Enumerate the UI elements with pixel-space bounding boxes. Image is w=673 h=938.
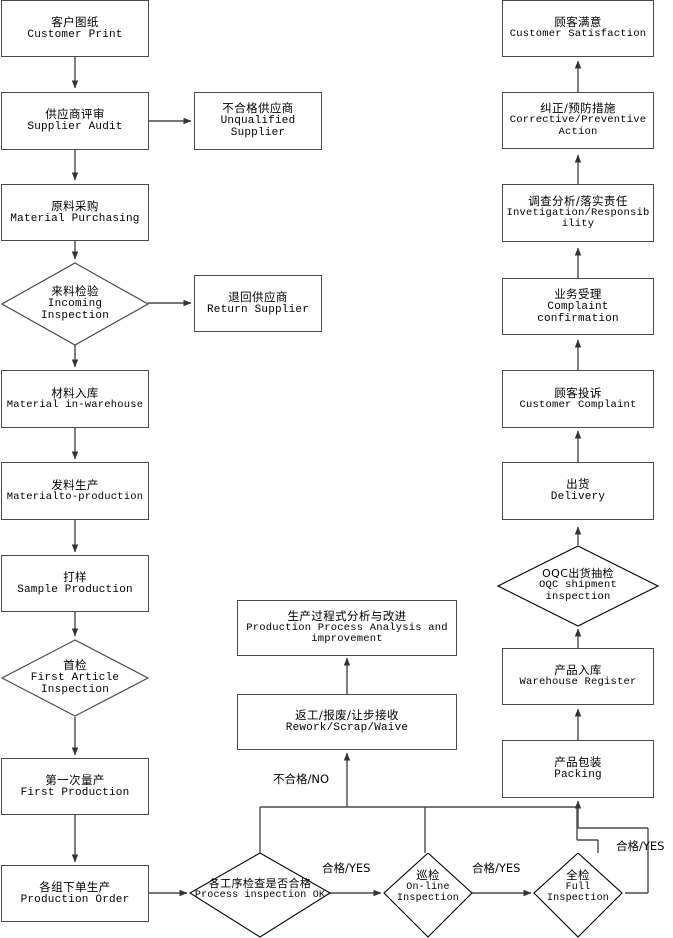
node-label-cn: 顾客满意 <box>554 15 602 30</box>
node-label-en: Warehouse Register <box>519 676 637 689</box>
node-label-en: Customer Complaint <box>519 398 637 411</box>
node-label-cn: 调查分析/落实责任 <box>528 193 628 208</box>
node-process-inspection[interactable]: 各工序检查是否合格 Process inspection OK <box>189 853 331 938</box>
node-label-cn: 返工/报废/让步接收 <box>295 708 399 723</box>
node-customer-satisfaction[interactable]: 顾客满意 Customer Satisfaction <box>502 0 654 57</box>
node-full-inspection[interactable]: 全检 Full Inspection <box>533 853 623 938</box>
diamond-shape <box>1 639 149 717</box>
node-label-en: Material in-warehouse <box>6 398 144 411</box>
node-label-en: First Production <box>20 786 130 799</box>
node-material-purchasing[interactable]: 原料采购 Material Purchasing <box>1 184 149 241</box>
node-customer-print[interactable]: 客户图纸 Customer Print <box>1 0 149 57</box>
node-investigation[interactable]: 调查分析/落实责任 Invetigation/Responsibility <box>502 184 654 242</box>
node-unqualified-supplier[interactable]: 不合格供应商 Unqualified Supplier <box>194 92 322 150</box>
node-label-en: Sample Production <box>17 583 133 596</box>
node-production-order[interactable]: 各组下单生产 Production Order <box>1 865 149 922</box>
node-label-en: Rework/Scrap/Waive <box>285 722 409 735</box>
node-label-en: Customer Satisfaction <box>509 28 647 41</box>
node-label-cn: 纠正/预防措施 <box>540 101 616 116</box>
node-label-cn: 不合格供应商 <box>222 101 294 116</box>
node-label-en: Invetigation/Responsibility <box>506 206 650 231</box>
node-label-cn: 第一次量产 <box>45 772 105 787</box>
node-first-production[interactable]: 第一次量产 First Production <box>1 758 149 815</box>
node-label-en: Customer Print <box>27 28 123 41</box>
node-label-cn: 各组下单生产 <box>39 879 111 894</box>
node-label-en: Production Order <box>20 893 130 906</box>
node-label-cn: 顾客投诉 <box>554 385 602 400</box>
diamond-shape <box>497 545 659 627</box>
node-first-article-inspection[interactable]: 首检 First Article Inspection <box>1 639 149 717</box>
node-label-en: Return Supplier <box>206 303 310 316</box>
node-delivery[interactable]: 出货 Delivery <box>502 462 654 520</box>
node-material-to-production[interactable]: 发料生产 Materialto-production <box>1 462 149 520</box>
node-return-supplier[interactable]: 退回供应商 Return Supplier <box>194 275 322 332</box>
node-label-en: Materialto-production <box>6 490 144 503</box>
node-label-en: Supplier Audit <box>27 121 123 134</box>
node-packing[interactable]: 产品包装 Packing <box>502 740 654 798</box>
node-label-cn: 产品入库 <box>554 663 602 678</box>
node-corrective-action[interactable]: 纠正/预防措施 Corrective/Preventive Action <box>502 92 654 149</box>
node-label-cn: 客户图纸 <box>51 14 99 29</box>
node-complaint-confirmation[interactable]: 业务受理 Complaint confirmation <box>502 278 654 335</box>
node-label-en: Delivery <box>550 491 606 504</box>
edge-label-yes-1: 合格/YES <box>322 861 371 875</box>
diamond-shape <box>383 853 473 938</box>
node-label-cn: 生产过程式分析与改进 <box>287 608 407 623</box>
node-label-cn: 原料采购 <box>51 198 99 213</box>
node-process-analysis[interactable]: 生产过程式分析与改进 Production Process Analysis a… <box>237 600 457 656</box>
node-incoming-inspection[interactable]: 来料检验 Incoming Inspection <box>1 262 149 346</box>
node-material-in-warehouse[interactable]: 材料入库 Material in-warehouse <box>1 370 149 428</box>
node-warehouse-register[interactable]: 产品入库 Warehouse Register <box>502 648 654 705</box>
node-label-en: Complaint confirmation <box>537 300 619 325</box>
node-label-en: Packing <box>554 769 602 782</box>
node-rework-scrap-waive[interactable]: 返工/报废/让步接收 Rework/Scrap/Waive <box>237 694 457 750</box>
node-sample-production[interactable]: 打样 Sample Production <box>1 555 149 612</box>
node-label-en: Production Process Analysis and improvem… <box>246 621 448 646</box>
edge-label-yes-3: 合格/YES <box>616 839 665 853</box>
node-customer-complaint[interactable]: 顾客投诉 Customer Complaint <box>502 370 654 428</box>
node-supplier-audit[interactable]: 供应商评审 Supplier Audit <box>1 92 149 150</box>
node-label-cn: 材料入库 <box>51 385 99 400</box>
node-label-cn: 产品包装 <box>554 755 602 770</box>
node-label-cn: 发料生产 <box>51 477 99 492</box>
diamond-shape <box>1 262 149 346</box>
node-label-cn: 供应商评审 <box>45 107 105 122</box>
edge-label-yes-2: 合格/YES <box>472 861 521 875</box>
node-oqc-inspection[interactable]: OQC出货抽检 OQC shipment inspection <box>497 545 659 627</box>
node-label-cn: 打样 <box>63 569 87 584</box>
node-label-cn: 业务受理 <box>554 286 602 301</box>
node-label-en: Unqualified Supplier <box>220 115 296 140</box>
diamond-shape <box>533 853 623 938</box>
node-online-inspection[interactable]: 巡检 On-line Inspection <box>383 853 473 938</box>
node-label-cn: 退回供应商 <box>228 289 288 304</box>
edge-label-no-fail: 不合格/NO <box>273 772 330 786</box>
node-label-en: Corrective/Preventive Action <box>509 114 647 138</box>
diamond-shape <box>189 853 331 938</box>
node-label-en: Material Purchasing <box>10 212 140 225</box>
node-label-cn: 出货 <box>566 477 590 492</box>
